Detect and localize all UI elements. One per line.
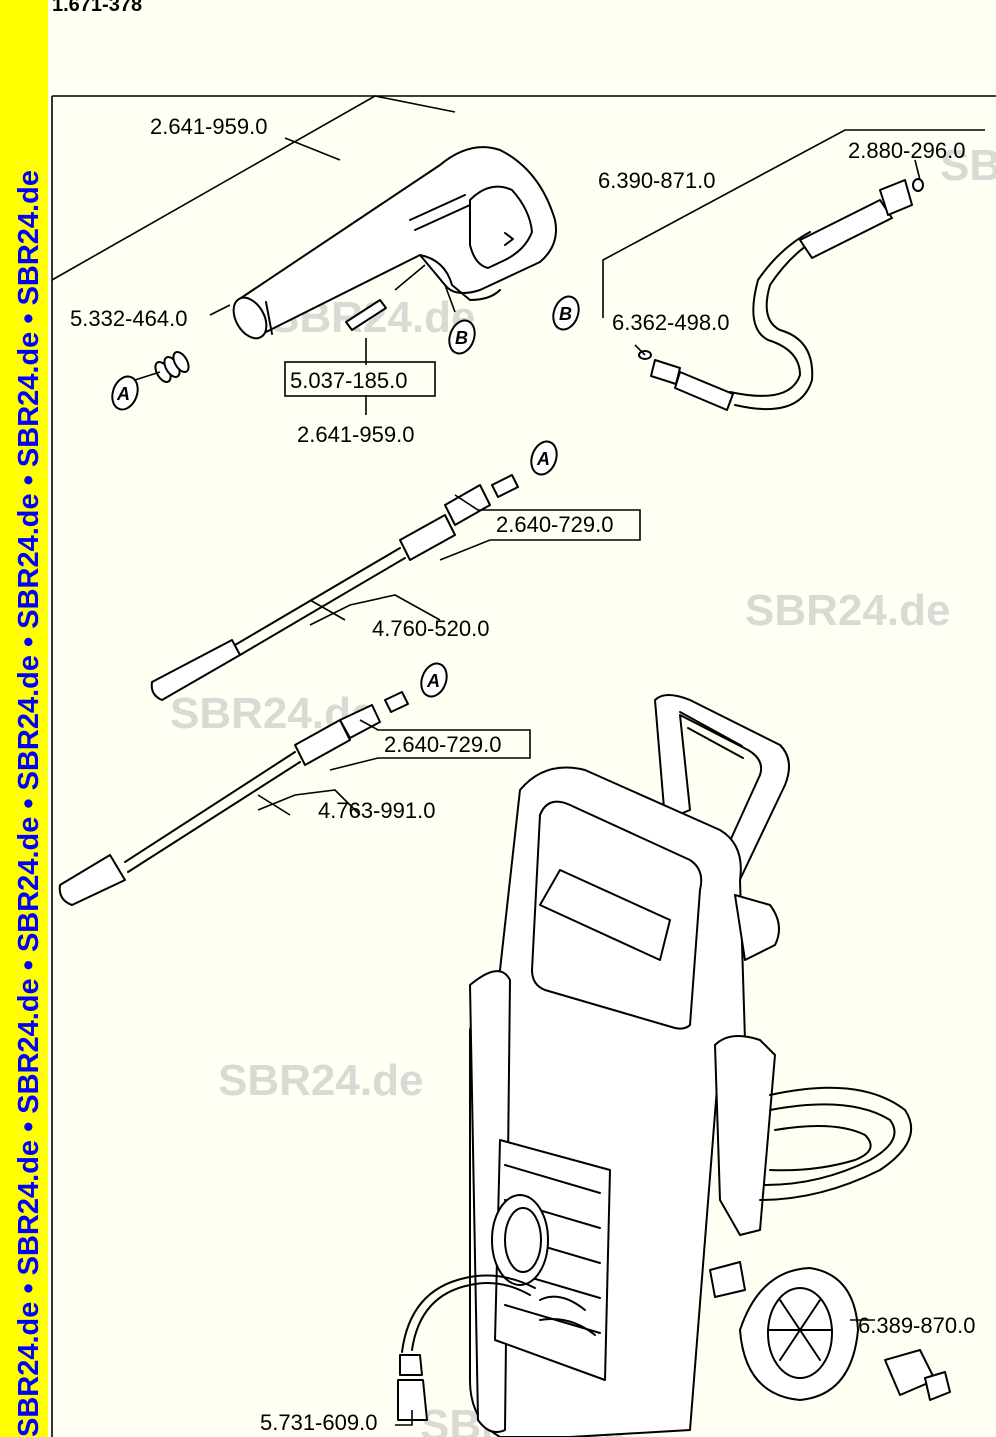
hose-leader-lines	[602, 129, 985, 356]
body-leader-lines	[395, 1319, 875, 1426]
callout-a-gun: A	[111, 375, 139, 411]
banner-text: SBR24.de • SBR24.de • SBR24.de • SBR24.d…	[13, 170, 45, 1437]
gun-clip	[345, 299, 387, 331]
high-pressure-hose	[638, 178, 924, 411]
part-label-lance-two: 4.763-991.0	[318, 798, 435, 823]
part-label-coupling: 6.389-870.0	[858, 1313, 975, 1338]
part-label-gun-top: 2.641-959.0	[150, 114, 267, 139]
part-label-hose-oring: 2.880-296.0	[848, 138, 965, 163]
svg-text:B: B	[455, 328, 468, 348]
blank-patch	[232, 1295, 402, 1335]
spray-gun	[232, 146, 557, 340]
part-label-gun-bottom: 2.641-959.0	[297, 422, 414, 447]
callout-b-hose: B	[552, 295, 580, 331]
watermark: SBR24.de	[940, 141, 996, 190]
lance-one-leader-lines	[309, 494, 641, 626]
part-label-hose: 6.390-871.0	[598, 168, 715, 193]
gun-clip-bracket	[284, 361, 436, 397]
document-number: 1.671-378	[52, 0, 143, 16]
part-label-gun-clip: 5.037-185.0	[290, 368, 407, 393]
svg-text:A: A	[536, 449, 550, 469]
part-label-lance-one-adapter: 2.640-729.0	[496, 512, 613, 537]
svg-text:A: A	[426, 671, 440, 691]
drawing-frame	[51, 95, 996, 1437]
pressure-washer-body	[397, 694, 951, 1437]
watermark: SBR24.de	[745, 586, 950, 635]
lance-one	[150, 474, 519, 701]
side-banner: SBR24.de • SBR24.de • SBR24.de • SBR24.d…	[0, 0, 48, 1437]
callout-a-lance-one: A	[530, 440, 558, 476]
gun-leader-lines	[51, 95, 456, 415]
part-label-hose-end: 6.362-498.0	[612, 310, 729, 335]
part-label-gun-seal: 5.332-464.0	[70, 306, 187, 331]
part-label-filter: 5.731-609.0	[260, 1410, 377, 1435]
watermark: SBR24.de	[218, 1056, 423, 1105]
lance-two	[58, 691, 409, 906]
part-labels: 2.641-959.0 5.332-464.0 5.037-185.0 2.64…	[70, 114, 975, 1435]
lance-two-leader-lines	[257, 719, 531, 816]
gun-seal-spring	[154, 351, 190, 383]
svg-text:B: B	[559, 304, 572, 324]
callout-a-lance-two: A	[420, 662, 448, 698]
callout-b-gun: B	[448, 319, 476, 355]
part-label-lance-two-adapter: 2.640-729.0	[384, 732, 501, 757]
svg-text:A: A	[116, 384, 130, 404]
part-label-lance-one: 4.760-520.0	[372, 616, 489, 641]
